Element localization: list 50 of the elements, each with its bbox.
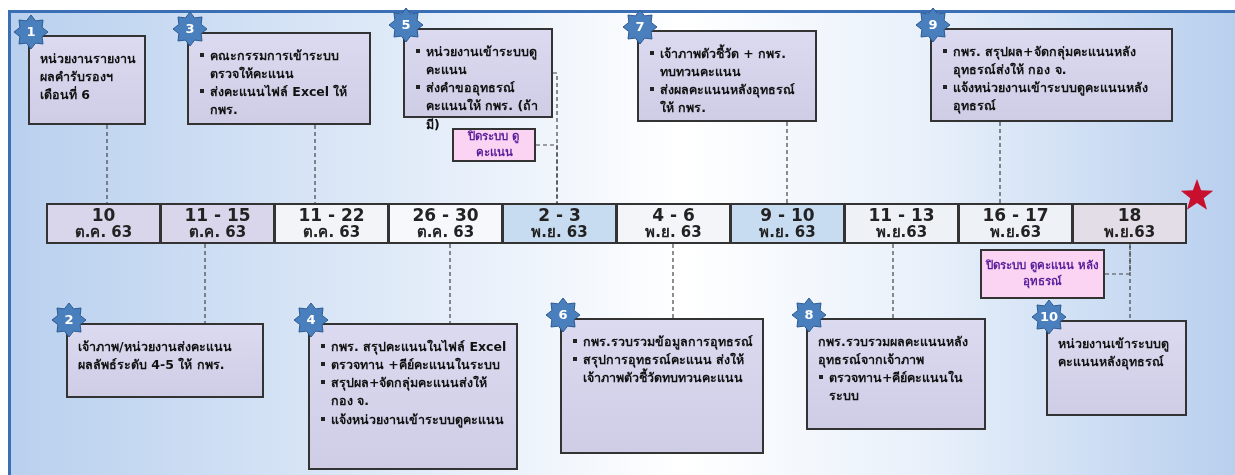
bullet-item: ส่งคะแนนไฟล์ Excel ให้ กพร. <box>199 83 363 120</box>
step-number-badge: 10 <box>1032 300 1066 334</box>
bullet-item: กพร.รวบรวมข้อมูลการอุทธรณ์ <box>572 333 756 352</box>
step-text: หน่วยงานเข้าระบบดูคะแนนหลังอุทธรณ์ <box>1058 335 1170 372</box>
bullet-item: กพร. สรุปผล+จัดกลุ่มคะแนนหลังอุทธรณ์ส่งให้ กอง จ. <box>942 43 1165 80</box>
date-cell: 26 - 30 ต.ค. 63 <box>388 203 503 244</box>
connector-line <box>106 124 108 204</box>
date-cell: 16 - 17 พ.ย.63 <box>958 203 1073 244</box>
connector-line <box>999 121 1001 204</box>
note-box: ปิดระบบ ดูคะแนน หลังอุทธรณ์ <box>980 249 1105 299</box>
date-cell: 11 - 15 ต.ค. 63 <box>160 203 275 244</box>
bullet-item: หน่วยงานเข้าระบบดูคะแนน <box>415 43 545 80</box>
step-number-badge: 4 <box>294 303 328 337</box>
bullet-item: ตรวจทาน+คีย์คะแนนในระบบ <box>818 369 978 406</box>
connector-line <box>204 243 206 324</box>
step-number-badge: 6 <box>546 298 580 332</box>
bullet-item: สรุปการอุทธรณ์คะแนน ส่งให้เจ้าภาพตัวชี้วัดทบทวนคะแนน <box>572 351 756 388</box>
step-number-badge: 5 <box>389 8 423 42</box>
date-cell: 11 - 13 พ.ย.63 <box>844 203 959 244</box>
bullet-item: แจ้งหน่วยงานเข้าระบบดูคะแนนหลังอุทธรณ์ <box>942 79 1165 116</box>
step-number-badge: 9 <box>916 8 950 42</box>
connector-line <box>1129 243 1131 321</box>
bullet-item: เจ้าภาพตัวชี้วัด + กพร. ทบทวนคะแนน <box>649 45 809 82</box>
connector-line <box>535 144 558 204</box>
connector-line <box>449 243 451 324</box>
bullet-item: แจ้งหน่วยงานเข้าระบบดูคะแนน <box>320 410 510 429</box>
bullet-item: ส่งผลคะแนนหลังอุทธรณ์ ให้ กพร. <box>649 81 809 118</box>
date-cell: 11 - 22 ต.ค. 63 <box>274 203 389 244</box>
step-number-badge: 1 <box>14 15 48 49</box>
bullet-item: สรุปผล+จัดกลุ่มคะแนนส่งให้ กอง จ. <box>320 374 510 411</box>
step-text: หน่วยงานรายงานผลคำรับรองฯ เดือนที่ 6 <box>40 50 137 105</box>
bullet-item: คณะกรรมการเข้าระบบตรวจให้คะแนน <box>199 47 363 84</box>
step-number-badge: 3 <box>173 12 207 46</box>
date-cell: 2 - 3 พ.ย. 63 <box>502 203 617 244</box>
connector-line <box>786 121 788 204</box>
bullet-item: กพร. สรุปคะแนนในไฟล์ Excel <box>320 338 510 357</box>
step-text: กพร.รวบรวมผลคะแนนหลังอุทธรณ์จากเจ้าภาพ <box>818 333 969 370</box>
date-cell: 10 ต.ค. 63 <box>46 203 161 244</box>
connector-line <box>1104 243 1131 275</box>
connector-line <box>672 243 674 319</box>
bullet-item: ตรวจทาน +คีย์คะแนนในระบบ <box>320 356 510 375</box>
step-text: เจ้าภาพ/หน่วยงานส่งคะแนนผลลัพธ์ระดับ 4-5 ให้ กพร. <box>78 338 233 375</box>
date-cell: 18 พ.ย.63 <box>1072 203 1187 244</box>
date-cell: 9 - 10 พ.ย. 63 <box>730 203 845 244</box>
step-number-badge: 2 <box>52 303 86 337</box>
step-number-badge: 8 <box>792 298 826 332</box>
connector-line <box>892 243 894 319</box>
date-cell: 4 - 6 พ.ย. 63 <box>616 203 731 244</box>
connector-line <box>314 124 316 204</box>
step-number-badge: 7 <box>623 10 657 44</box>
